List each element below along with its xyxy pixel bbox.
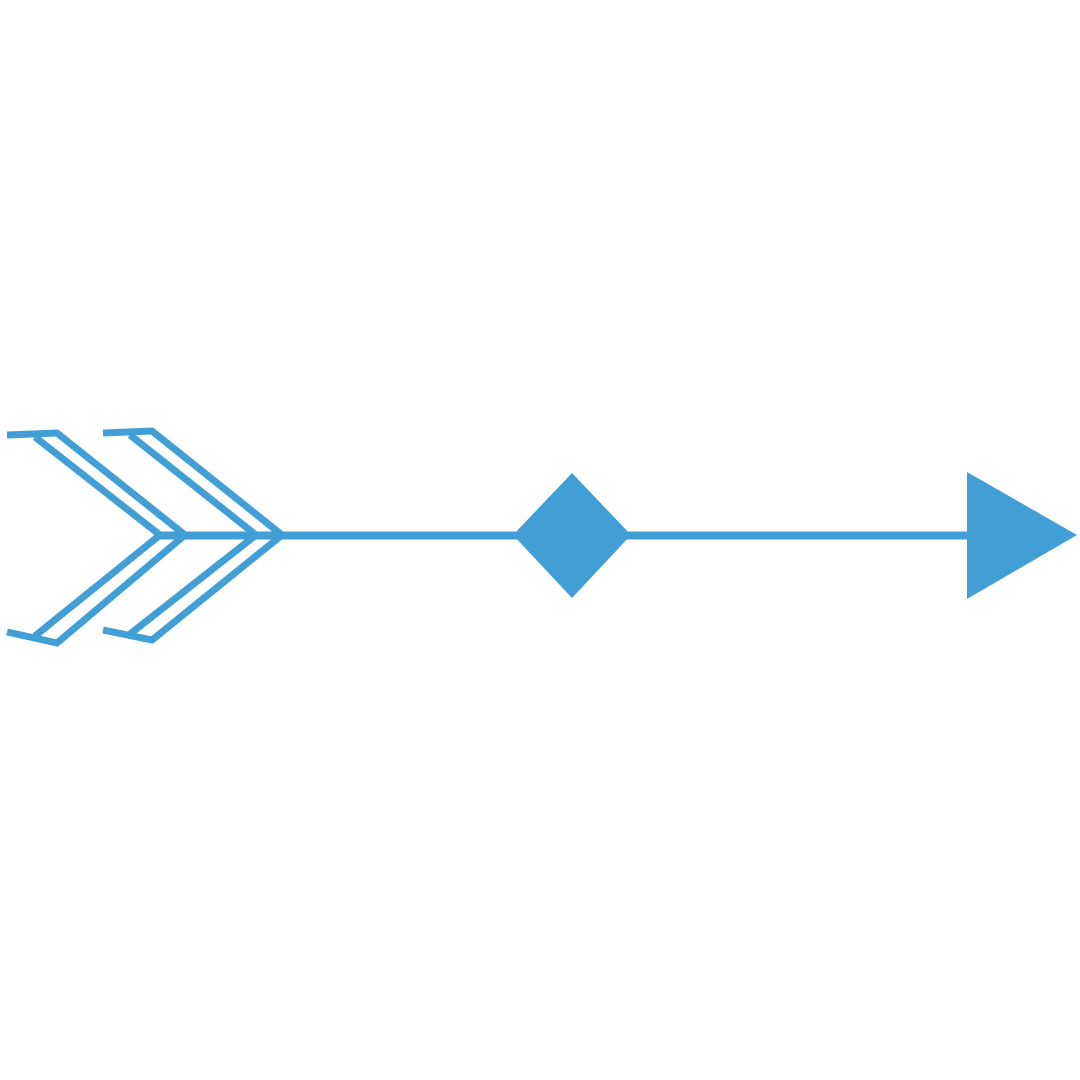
- diamond-icon: [513, 473, 631, 598]
- arrowhead-icon: [967, 472, 1077, 599]
